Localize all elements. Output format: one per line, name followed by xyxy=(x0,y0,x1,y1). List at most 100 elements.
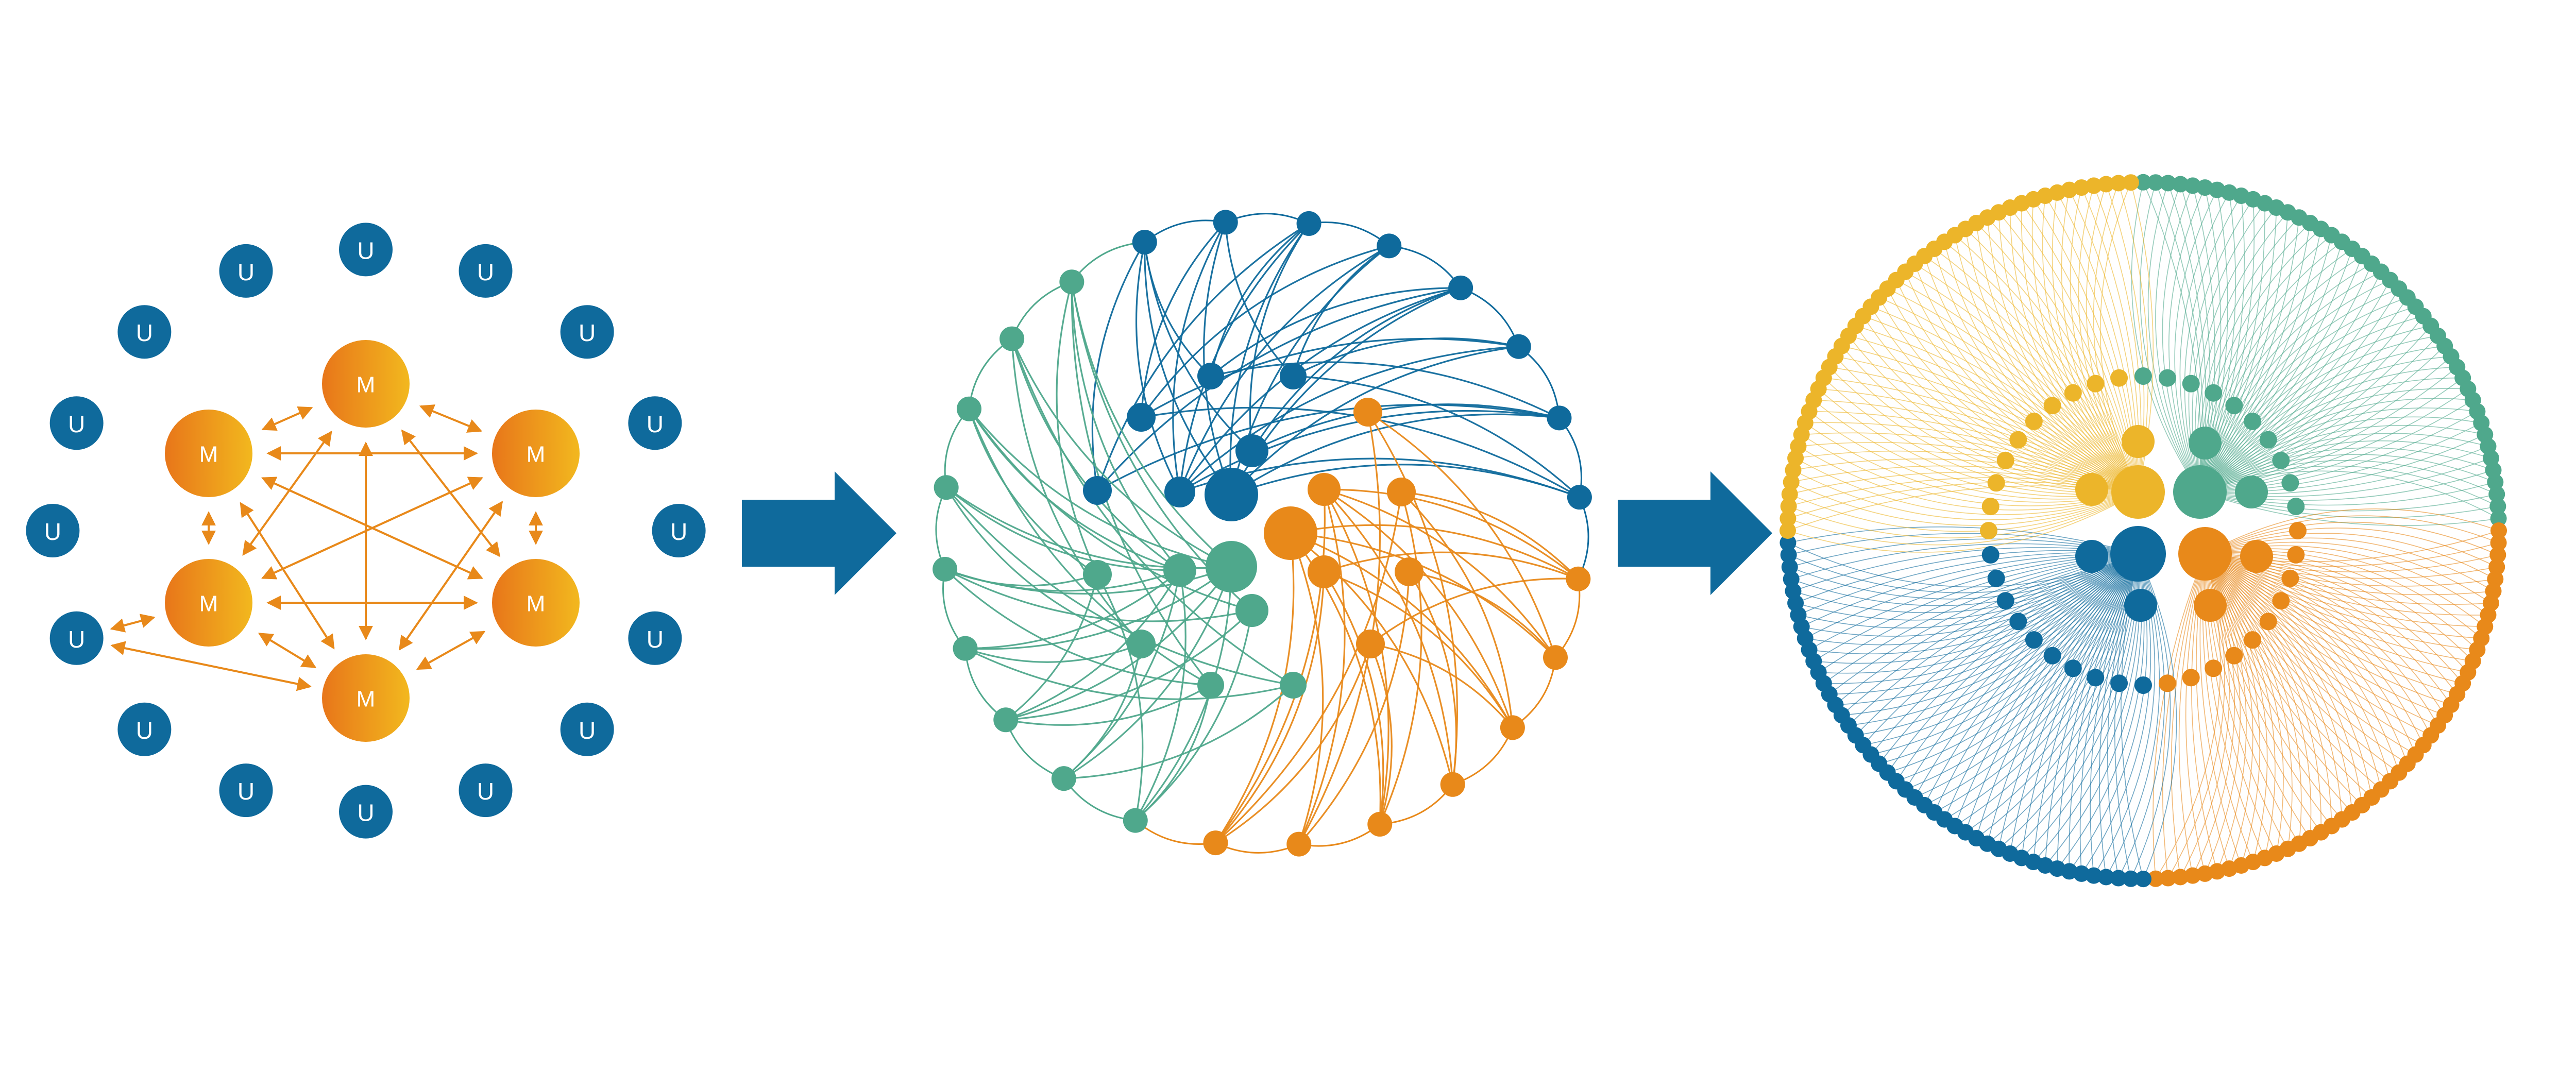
manager-node: M xyxy=(165,559,252,647)
user-node: U xyxy=(459,244,513,298)
network-node xyxy=(2287,498,2305,516)
hub-link xyxy=(1011,338,1294,686)
network-node xyxy=(2272,592,2290,610)
network-link xyxy=(1878,297,2139,492)
network-link xyxy=(2153,553,2206,879)
hub-link xyxy=(1144,242,1212,377)
network-link xyxy=(1879,553,2139,765)
network-link xyxy=(2155,184,2200,492)
network-link xyxy=(2199,297,2408,492)
hub-link xyxy=(1367,412,1459,785)
network-node xyxy=(1367,811,1393,837)
hub-link xyxy=(965,643,1142,663)
network-link xyxy=(2199,440,2492,492)
hub-link xyxy=(1144,242,1253,452)
network-link xyxy=(2205,553,2353,813)
manager-node: M xyxy=(492,559,580,647)
hub-link xyxy=(1401,491,1579,580)
network-node xyxy=(2490,510,2507,527)
network-node xyxy=(2097,869,2114,886)
network-node xyxy=(2134,676,2152,694)
network-node xyxy=(993,707,1019,733)
network-link xyxy=(2205,553,2445,716)
manager-node-label: M xyxy=(527,591,546,617)
network-link xyxy=(2205,515,2499,554)
network-node xyxy=(2244,412,2262,430)
network-link xyxy=(1788,491,2139,538)
hub-node xyxy=(2111,465,2165,519)
hub-link xyxy=(1324,551,1579,580)
network-link xyxy=(2205,553,2332,826)
network-link xyxy=(1934,553,2139,813)
network-node xyxy=(2259,431,2277,449)
network-node xyxy=(1781,486,1798,503)
network-link xyxy=(1987,217,2139,492)
hub-link xyxy=(968,409,1211,686)
user-node: U xyxy=(628,611,682,665)
network-node xyxy=(2147,174,2164,191)
network-link xyxy=(1944,553,2139,820)
network-link xyxy=(2171,553,2206,877)
hub-link xyxy=(1251,287,1461,451)
network-node xyxy=(2490,522,2507,539)
network-link xyxy=(1835,553,2139,705)
ring-link xyxy=(1005,719,1064,779)
manager-link xyxy=(261,477,483,580)
hub-link xyxy=(1323,571,1384,825)
network-link xyxy=(1863,315,2139,492)
network-node xyxy=(1448,275,1473,300)
ring-link xyxy=(1460,287,1520,347)
network-node xyxy=(2158,369,2176,387)
network-node xyxy=(2064,659,2082,677)
network-node xyxy=(2488,486,2505,503)
network-link xyxy=(2205,533,2496,580)
hub-link xyxy=(1370,578,1579,645)
hub-link xyxy=(1179,245,1390,492)
network-link xyxy=(1934,248,2139,492)
network-link xyxy=(1809,553,2139,654)
hub-link xyxy=(1005,574,1098,721)
hub-node xyxy=(1235,594,1268,627)
network-node xyxy=(2160,870,2177,887)
hub-link xyxy=(1230,346,1519,496)
network-node xyxy=(2087,669,2105,687)
network-link xyxy=(1965,229,2139,492)
network-node xyxy=(2281,474,2299,492)
network-link xyxy=(1896,553,2139,782)
hub-link xyxy=(945,487,1180,571)
network-node xyxy=(956,396,981,421)
network-node xyxy=(2087,375,2105,393)
network-node xyxy=(2225,397,2243,415)
network-node xyxy=(1981,498,1999,516)
network-node xyxy=(1780,522,1796,539)
user-node-label: U xyxy=(238,259,255,285)
user-node-label: U xyxy=(68,626,85,653)
hub-link xyxy=(1210,287,1461,377)
network-node xyxy=(2196,179,2213,196)
hub-link xyxy=(1290,532,1514,728)
user-node: U xyxy=(560,305,614,359)
network-link xyxy=(2199,356,2451,492)
manager-node: M xyxy=(492,410,580,497)
network-node xyxy=(1213,210,1238,235)
network-link xyxy=(1987,553,2139,844)
large-network-nodes xyxy=(1780,174,2507,888)
network-link xyxy=(2199,424,2485,492)
user-node-label: U xyxy=(44,518,61,545)
network-node xyxy=(2009,431,2027,449)
network-link xyxy=(2078,185,2139,492)
network-link xyxy=(2199,325,2431,492)
hub-link xyxy=(1056,281,1098,575)
network-link xyxy=(2205,553,2463,684)
network-link xyxy=(2093,183,2139,492)
hub-link xyxy=(1370,643,1514,728)
network-link xyxy=(2199,416,2482,492)
network-link xyxy=(2205,553,2284,854)
hub-link xyxy=(1011,338,1142,645)
network-node xyxy=(1500,715,1525,740)
network-link xyxy=(2205,553,2424,745)
network-node xyxy=(2073,865,2090,882)
network-node xyxy=(2272,451,2290,469)
network-node xyxy=(2489,547,2506,564)
network-link xyxy=(2205,553,2438,726)
